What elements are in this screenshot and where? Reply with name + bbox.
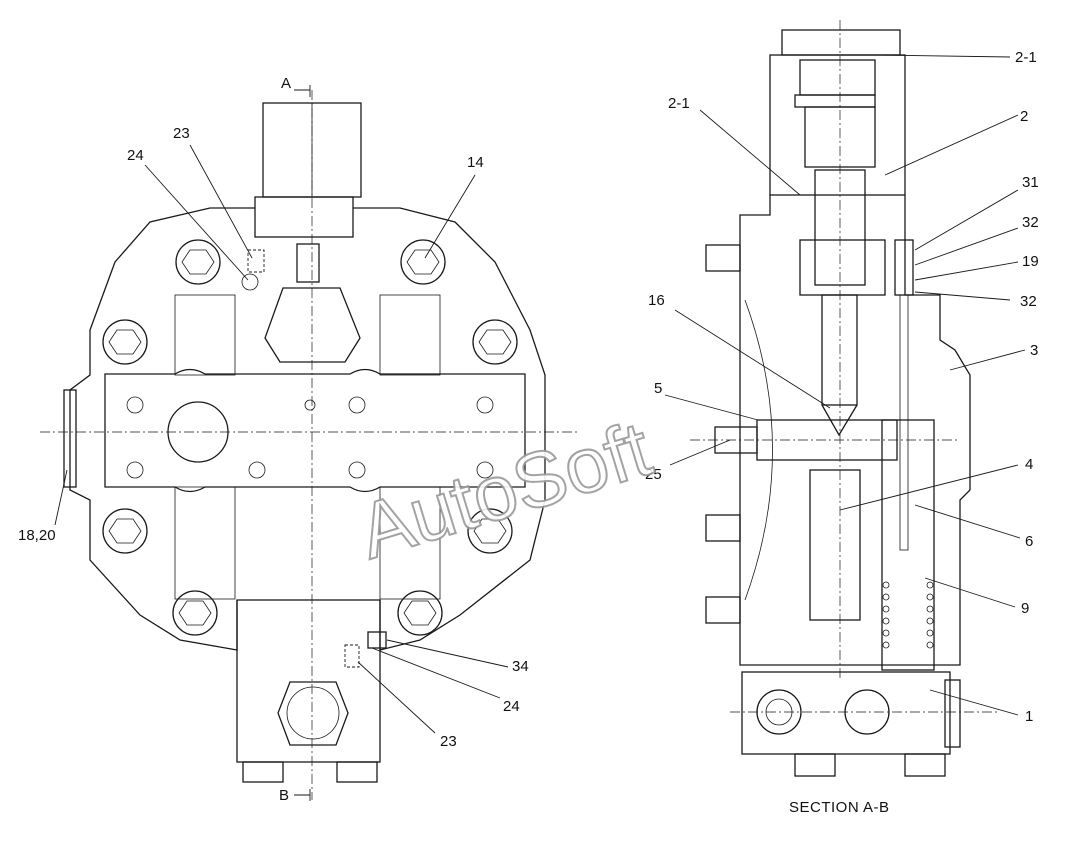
label-sec-6: 6 — [1025, 533, 1033, 550]
label-front-23-top: 23 — [173, 125, 190, 142]
label-sec-32-bottom: 32 — [1020, 293, 1037, 310]
label-sec-1: 1 — [1025, 708, 1033, 725]
label-front-14: 14 — [467, 154, 484, 171]
section-view — [664, 20, 1026, 777]
label-front-24-bottom: 24 — [503, 698, 520, 715]
spring — [882, 581, 934, 649]
label-sec-19: 19 — [1022, 253, 1039, 270]
bolt-heads — [102, 239, 518, 636]
label-front-18-20: 18,20 — [18, 527, 56, 544]
label-sec-31: 31 — [1022, 174, 1039, 191]
label-front-24-top: 24 — [127, 147, 144, 164]
marker-b: B — [279, 787, 289, 804]
watermark: AutoSoft — [349, 404, 661, 576]
label-sec-25: 25 — [645, 466, 662, 483]
label-sec-3: 3 — [1030, 342, 1038, 359]
label-sec-5: 5 — [654, 380, 662, 397]
label-sec-2: 2 — [1020, 108, 1028, 125]
label-front-23-bottom: 23 — [440, 733, 457, 750]
callout-labels: A B 23 24 14 18,20 34 24 23 2-1 2-1 2 31… — [18, 49, 1039, 816]
label-sec-9: 9 — [1021, 600, 1029, 617]
marker-a: A — [281, 75, 291, 92]
front-view — [40, 85, 580, 801]
label-sec-16: 16 — [648, 292, 665, 309]
label-sec-4: 4 — [1025, 456, 1033, 473]
label-sec-32-top: 32 — [1022, 214, 1039, 231]
label-sec-2-1-left: 2-1 — [668, 95, 690, 112]
label-sec-2-1-top: 2-1 — [1015, 49, 1037, 66]
label-front-34: 34 — [512, 658, 529, 675]
section-caption: SECTION A-B — [789, 799, 890, 816]
